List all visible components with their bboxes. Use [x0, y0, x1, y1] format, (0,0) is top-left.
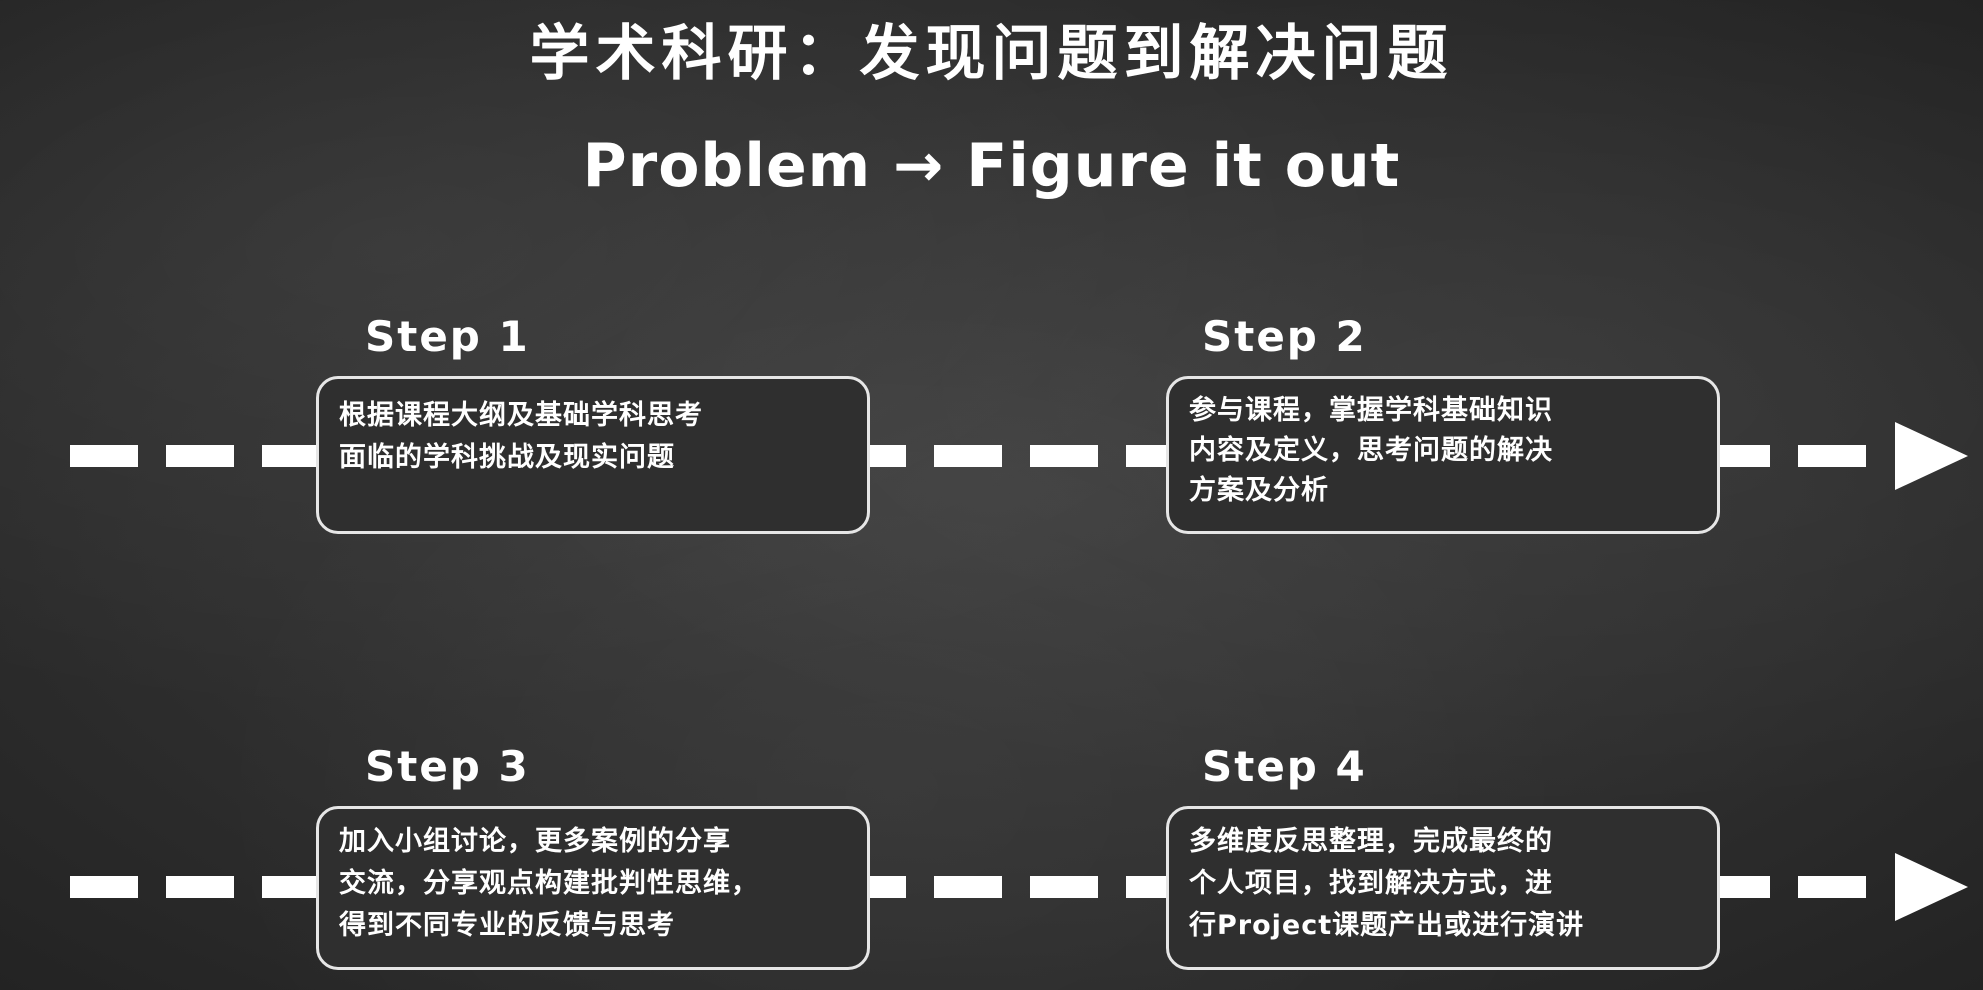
step-4-text-line: 行Project课题产出或进行演讲 [1189, 910, 1585, 941]
step-1-box: 根据课程大纲及基础学科思考 面临的学科挑战及现实问题 [316, 376, 870, 534]
step-3-box: 加入小组讨论，更多案例的分享 交流，分享观点构建批判性思维， 得到不同专业的反馈… [316, 806, 870, 970]
step-3-text-line: 交流，分享观点构建批判性思维， [339, 868, 759, 899]
step-2-text-line: 参与课程，掌握学科基础知识 [1189, 395, 1553, 426]
step-1-label: Step 1 [365, 312, 530, 361]
step-4-label: Step 4 [1202, 742, 1367, 791]
step-2-text-line: 方案及分析 [1189, 475, 1329, 506]
step-2-text-line: 内容及定义，思考问题的解决 [1189, 435, 1553, 466]
step-1-text-line: 面临的学科挑战及现实问题 [339, 442, 675, 473]
step-2-box: 参与课程，掌握学科基础知识 内容及定义，思考问题的解决 方案及分析 [1166, 376, 1720, 534]
step-1-text-line: 根据课程大纲及基础学科思考 [339, 400, 703, 431]
step-2-label: Step 2 [1202, 312, 1367, 361]
page-subtitle: Problem → Figure it out [582, 131, 1401, 201]
step-3-text-line: 得到不同专业的反馈与思考 [339, 910, 675, 941]
step-4-text-line: 个人项目，找到解决方式，进 [1189, 868, 1553, 899]
step-3-label: Step 3 [365, 742, 530, 791]
step-4-box: 多维度反思整理，完成最终的 个人项目，找到解决方式，进 行Project课题产出… [1166, 806, 1720, 970]
step-3-text-line: 加入小组讨论，更多案例的分享 [339, 826, 731, 857]
step-4-text-line: 多维度反思整理，完成最终的 [1189, 826, 1553, 857]
page-title: 学术科研：发现问题到解决问题 [529, 19, 1454, 89]
